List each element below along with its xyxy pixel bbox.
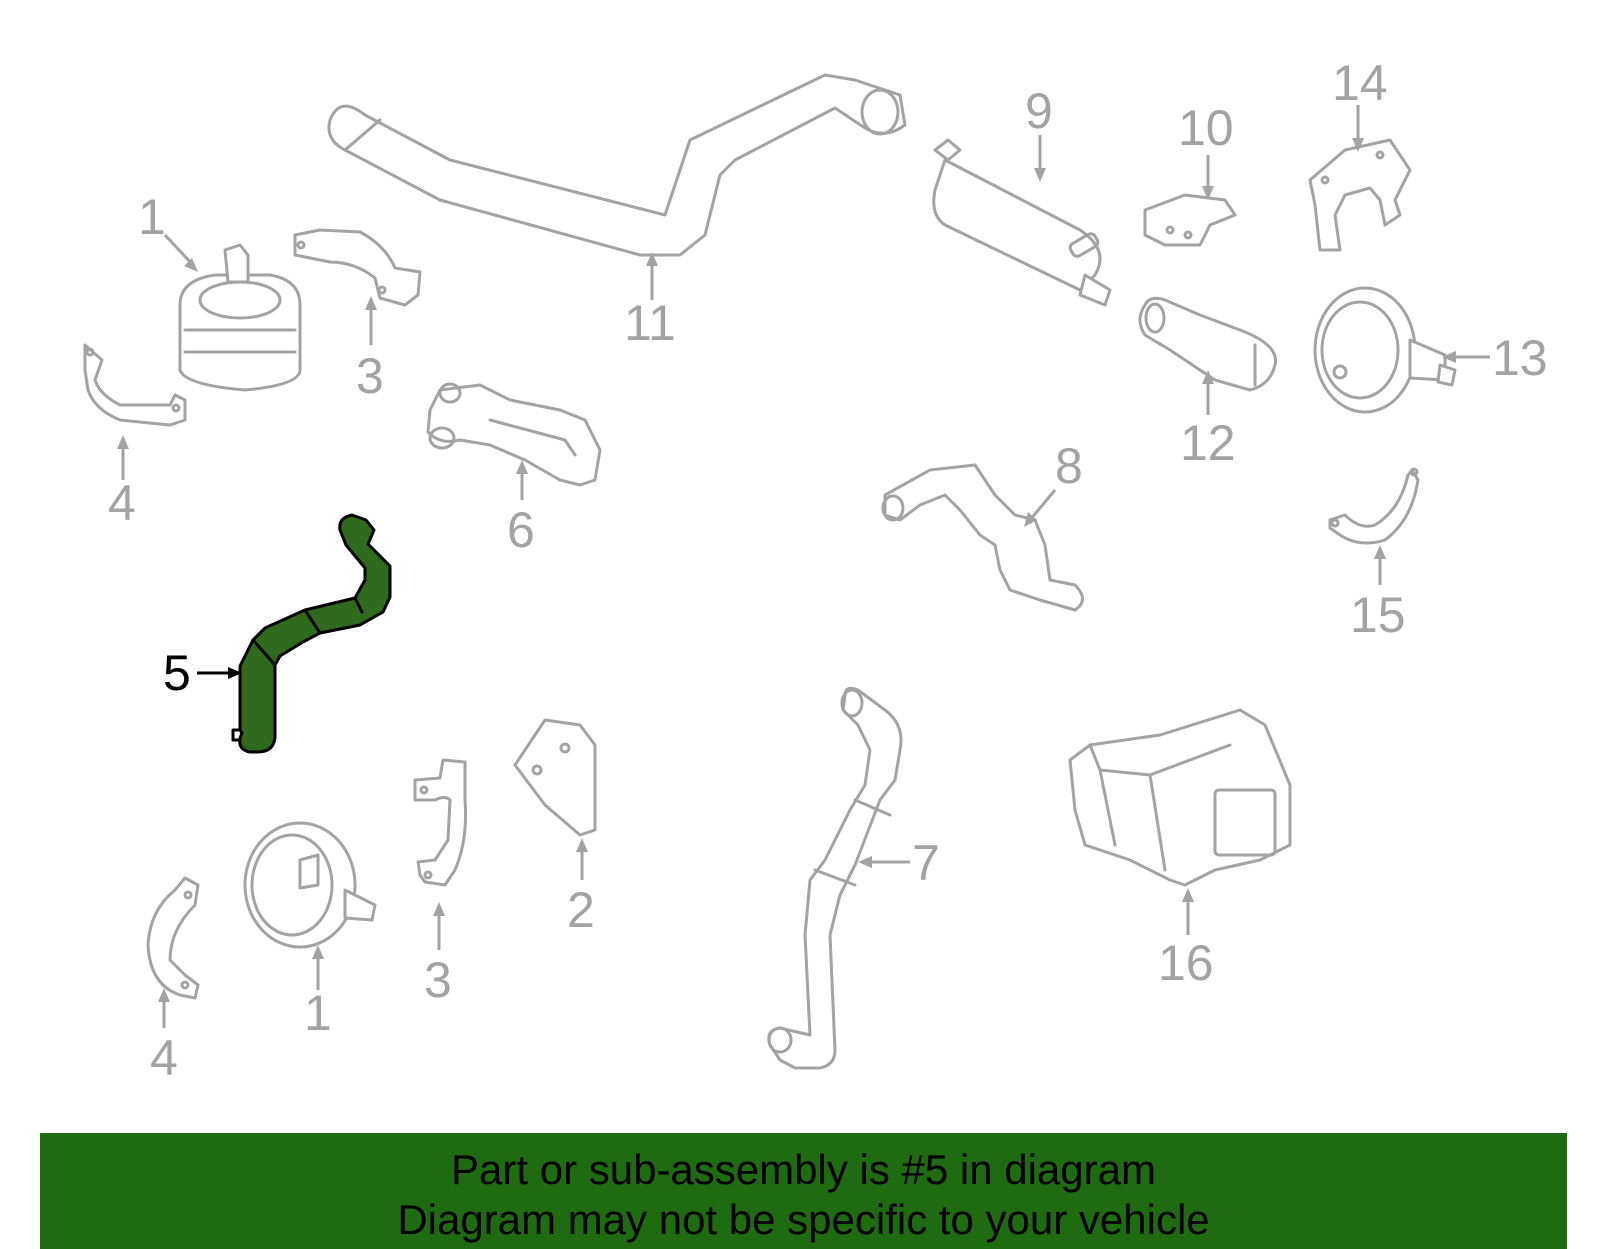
banner-line-disclaimer: Diagram may not be specific to your vehi…: [397, 1196, 1210, 1243]
part-11-pipe[interactable]: [327, 73, 907, 257]
callout-10[interactable]: 10: [1178, 100, 1234, 156]
part-8-hose[interactable]: [881, 463, 1084, 612]
part-7-hose[interactable]: [767, 686, 903, 1070]
callout-2[interactable]: 2: [567, 882, 595, 938]
callout-5[interactable]: 5: [163, 645, 191, 701]
callout-15[interactable]: 15: [1350, 587, 1406, 643]
part-3-clamp-top[interactable]: [293, 228, 422, 307]
part-12-hose[interactable]: [1138, 296, 1278, 392]
callout-3-top[interactable]: 3: [356, 348, 384, 404]
part-10-bracket[interactable]: [1143, 193, 1237, 247]
part-16-module[interactable]: [1068, 708, 1292, 887]
callout-13[interactable]: 13: [1492, 330, 1548, 386]
callout-1-bottom[interactable]: 1: [304, 985, 332, 1041]
part-9-canister[interactable]: [932, 138, 1112, 307]
callout-16[interactable]: 16: [1158, 935, 1214, 991]
callout-14[interactable]: 14: [1332, 55, 1388, 111]
part-4-clamp-bottom[interactable]: [146, 876, 200, 1000]
part-1-pump-top[interactable]: [178, 243, 302, 392]
part-5-hose-highlighted[interactable]: [231, 513, 392, 754]
part-1-pump-bottom[interactable]: [243, 821, 377, 949]
callout-4-top[interactable]: 4: [108, 475, 136, 531]
part-3-clamp-bottom[interactable]: [413, 758, 468, 887]
part-6-hose[interactable]: [426, 382, 602, 487]
part-14-bracket[interactable]: [1308, 138, 1412, 252]
callout-8[interactable]: 8: [1055, 438, 1083, 494]
callout-12[interactable]: 12: [1180, 415, 1236, 471]
info-banner: Part or sub-assembly is #5 in diagram Di…: [40, 1133, 1567, 1249]
callout-11[interactable]: 11: [624, 295, 676, 351]
part-13-pump[interactable]: [1313, 286, 1457, 414]
callout-9[interactable]: 9: [1025, 83, 1053, 139]
callout-4-bottom[interactable]: 4: [150, 1030, 178, 1086]
leader-lines: [117, 105, 1490, 1028]
part-2-bracket[interactable]: [513, 718, 597, 837]
callout-6[interactable]: 6: [507, 502, 535, 558]
callout-3-bottom[interactable]: 3: [424, 952, 452, 1008]
callouts: 1 3 4 11 9 10 14 12 13 6 8 15 5 2 3 1 4 …: [108, 55, 1548, 1086]
part-4-clamp-top[interactable]: [83, 343, 187, 427]
callout-1-top[interactable]: 1: [138, 189, 166, 245]
banner-line-part-number: Part or sub-assembly is #5 in diagram: [451, 1146, 1156, 1193]
part-15-clamp[interactable]: [1328, 467, 1420, 545]
callout-7[interactable]: 7: [912, 835, 940, 891]
